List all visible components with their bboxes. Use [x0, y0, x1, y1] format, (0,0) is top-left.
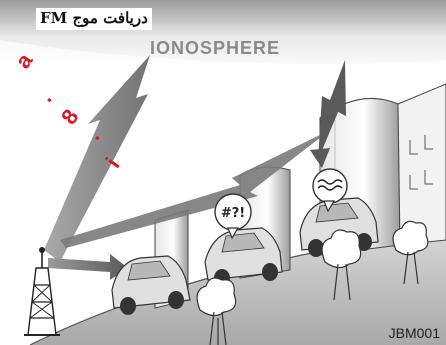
figure-code: JBM001: [389, 325, 440, 341]
bubble-symbols: #?!: [221, 206, 245, 221]
building-4: [398, 84, 446, 245]
diagram-title: دریافت موج FM: [36, 8, 152, 30]
ionosphere-label: IONOSPHERE: [150, 38, 280, 58]
